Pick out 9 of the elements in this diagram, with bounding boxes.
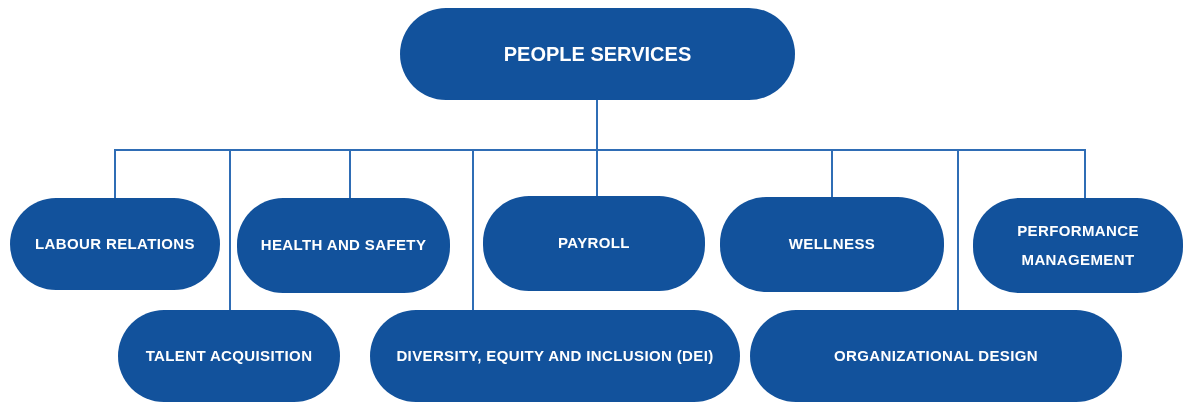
box-label: TALENT ACQUISITION [145,345,313,366]
box-label: PEOPLE SERVICES [503,42,692,67]
box-label: PAYROLL [558,233,630,254]
box-label: PERFORMANCE MANAGEMENT [1016,221,1140,270]
box-label: WELLNESS [788,234,876,255]
box-label: HEALTH AND SAFETY [260,235,427,256]
box-label: LABOUR RELATIONS [35,233,195,254]
box-label: ORGANIZATIONAL DESIGN [834,345,1038,366]
box-label: DIVERSITY, EQUITY AND INCLUSION (DEI) [396,345,714,366]
